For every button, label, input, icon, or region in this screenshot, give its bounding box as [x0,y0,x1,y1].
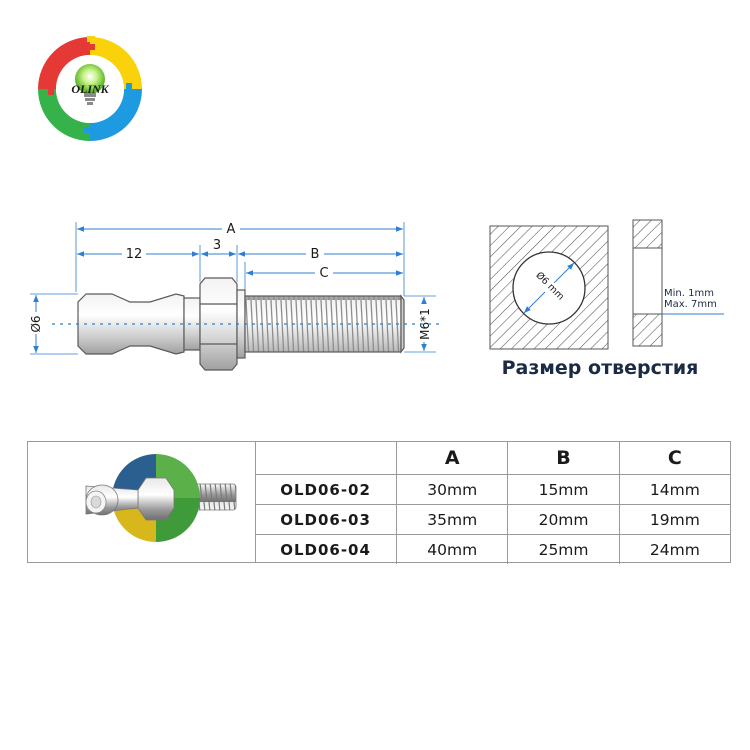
c-cell: 24mm [618,534,730,564]
dim-a-label: A [227,222,236,237]
b-cell: 15mm [507,474,620,505]
olink-logo: OLINK [38,36,142,141]
dim-thread-label: M6*1 [418,308,432,340]
header-a: A [396,442,509,475]
thickness-min-label: Min. 1mm [664,288,714,299]
hole-size-caption: Размер отверстия [501,357,699,379]
table-row: OLD06-04 40mm 25mm 24mm [255,534,730,564]
bulb-icon [75,64,105,94]
c-cell: 14mm [618,474,730,505]
dim-b-label: B [311,247,320,262]
c-cell: 19mm [618,504,730,535]
a-cell: 35mm [396,504,509,535]
dim-c-label: C [319,266,328,281]
technical-drawing: A 12 3 B C Ø6 M6*1 Ø6 mm [29,219,724,371]
product-photo [85,454,237,542]
table-header-row: A B C [255,442,730,475]
header-model [255,442,398,475]
a-cell: 30mm [396,474,509,505]
brand-name: OLINK [71,82,109,96]
dim-d6-label: Ø6 [29,315,43,332]
a-cell: 40mm [396,534,509,564]
model-cell: OLD06-03 [255,504,398,535]
hole-view: Ø6 mm [489,225,609,350]
header-b: B [507,442,620,475]
dim-3-label: 3 [213,238,221,253]
model-cell: OLD06-04 [255,534,398,564]
size-table: A B C OLD06-02 30mm 15mm 14mm OLD06-03 3… [255,442,730,564]
thickness-max-label: Max. 7mm [664,299,717,310]
model-cell: OLD06-02 [255,474,398,505]
table-row: OLD06-02 30mm 15mm 14mm [255,474,730,505]
product-photo-cell [28,442,256,562]
dim-12-label: 12 [126,247,143,262]
b-cell: 25mm [507,534,620,564]
spec-table: A B C OLD06-02 30mm 15mm 14mm OLD06-03 3… [27,441,731,564]
panel-section-view: Min. 1mm Max. 7mm [632,219,724,347]
b-cell: 20mm [507,504,620,535]
table-row: OLD06-03 35mm 20mm 19mm [255,504,730,535]
header-c: C [618,442,730,475]
